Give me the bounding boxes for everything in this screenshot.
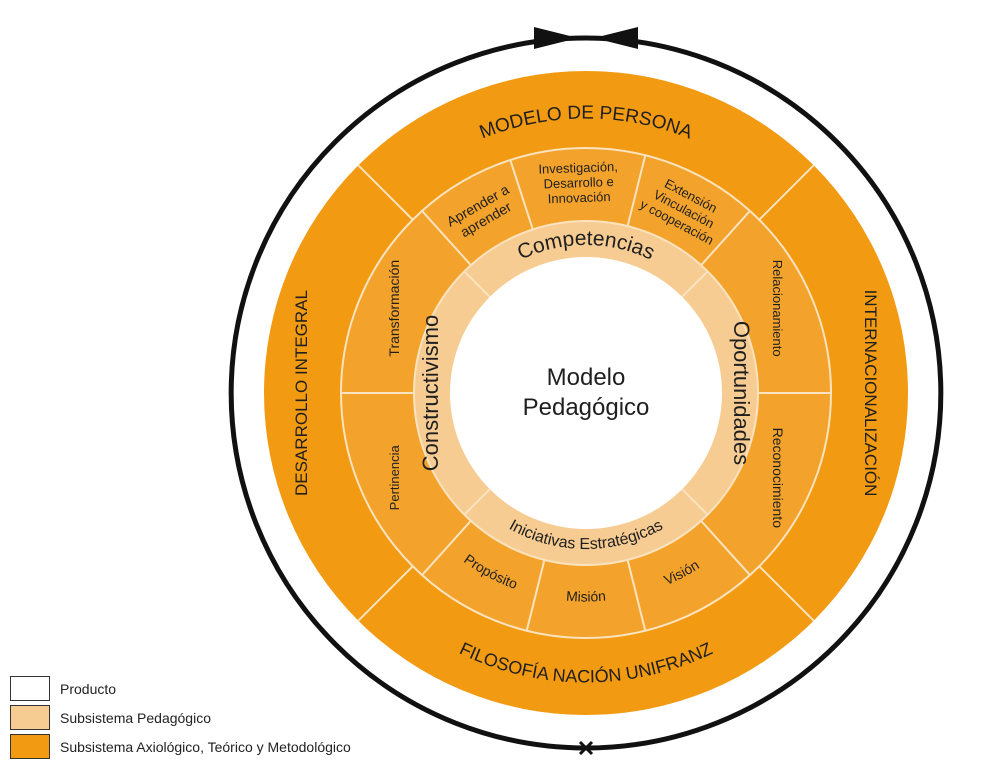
legend: Producto Subsistema Pedagógico Subsistem… bbox=[10, 676, 351, 763]
middle-label-investigacion-line-2: Innovación bbox=[547, 189, 610, 206]
legend-item-subsistema-axiologico: Subsistema Axiológico, Teórico y Metodol… bbox=[10, 734, 351, 759]
middle-divider-2 bbox=[626, 155, 647, 227]
middle-label-relacionamiento: Relacionamiento bbox=[770, 260, 785, 357]
inner-divider-1 bbox=[681, 270, 709, 298]
middle-divider-0 bbox=[421, 210, 472, 266]
outer-divider-2 bbox=[758, 565, 815, 622]
center-disc bbox=[450, 257, 722, 529]
middle-divider-5 bbox=[700, 520, 751, 576]
arrow-head-right-icon bbox=[594, 27, 638, 49]
legend-swatch-subsistema-pedagogico bbox=[10, 705, 50, 730]
inner-divider-0 bbox=[463, 270, 491, 298]
inner-label-oportunidades: Oportunidades bbox=[729, 321, 754, 465]
middle-divider-1 bbox=[509, 159, 534, 230]
legend-item-subsistema-pedagogico: Subsistema Pedagógico bbox=[10, 705, 351, 730]
middle-divider-8 bbox=[421, 520, 472, 576]
center-title-line2: Pedagógico bbox=[523, 394, 650, 421]
inner-divider-2 bbox=[681, 488, 709, 516]
middle-label-pertinencia: Pertinencia bbox=[387, 445, 402, 511]
legend-label-subsistema-pedagogico: Subsistema Pedagógico bbox=[60, 709, 211, 726]
middle-divider-6 bbox=[626, 559, 647, 631]
middle-label-reconocimiento: Reconocimiento bbox=[770, 428, 786, 529]
rings-group bbox=[264, 71, 908, 715]
arrow-head-left-icon bbox=[534, 27, 578, 49]
inner-label-constructivismo: Constructivismo bbox=[418, 315, 443, 471]
cycle-arrow-right bbox=[585, 35, 944, 751]
outer-label-desarrollo: DESARROLLO INTEGRAL bbox=[292, 290, 311, 496]
middle-divider-3 bbox=[700, 210, 751, 266]
middle-divider-7 bbox=[525, 559, 546, 631]
outer-divider-1 bbox=[758, 164, 815, 221]
center-title-line1: Modelo bbox=[547, 364, 626, 391]
legend-label-subsistema-axiologico: Subsistema Axiológico, Teórico y Metodol… bbox=[60, 738, 351, 755]
middle-label-transformacion: Transformación bbox=[386, 260, 402, 357]
outer-divider-0 bbox=[357, 164, 414, 221]
legend-swatch-producto bbox=[10, 676, 50, 701]
outer-divider-3 bbox=[357, 565, 414, 622]
middle-label-investigacion-line-0: Investigación, bbox=[538, 159, 618, 177]
middle-label-mision: Misión bbox=[566, 588, 607, 605]
inner-divider-3 bbox=[463, 488, 491, 516]
cycle-arrows-group bbox=[228, 27, 944, 756]
cycle-origin-icon bbox=[578, 740, 594, 756]
outer-label-internacionalizacion: INTERNACIONALIZACIÓN bbox=[861, 290, 880, 497]
dividers-group bbox=[340, 147, 832, 639]
legend-swatch-subsistema-axiologico bbox=[10, 734, 50, 759]
legend-item-producto: Producto bbox=[10, 676, 351, 701]
cycle-arrow-left bbox=[228, 35, 587, 751]
middle-label-investigacion-line-1: Desarrollo e bbox=[543, 174, 614, 191]
legend-label-producto: Producto bbox=[60, 680, 117, 697]
